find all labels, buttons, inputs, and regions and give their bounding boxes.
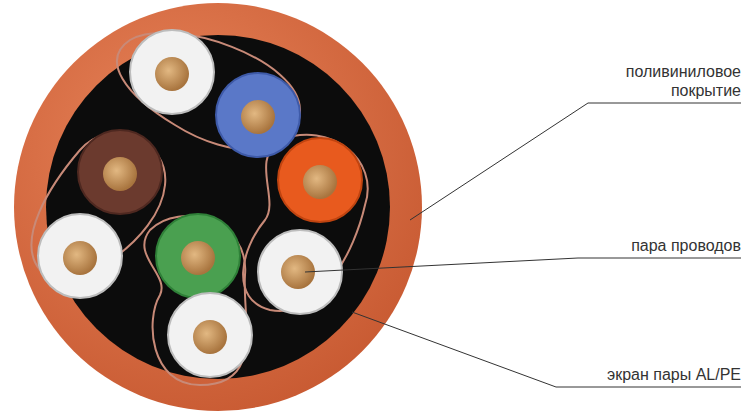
pair-label: пара проводов bbox=[581, 236, 741, 255]
jacket-label: поливиниловое покрытие bbox=[591, 62, 741, 100]
pvc-jacket bbox=[14, 3, 422, 411]
cable-core bbox=[46, 35, 390, 379]
shield-label: экран пары AL/PE bbox=[561, 365, 741, 384]
copper-conductor bbox=[63, 57, 337, 354]
wire-insulation bbox=[38, 30, 362, 377]
leader-lines bbox=[305, 103, 741, 387]
